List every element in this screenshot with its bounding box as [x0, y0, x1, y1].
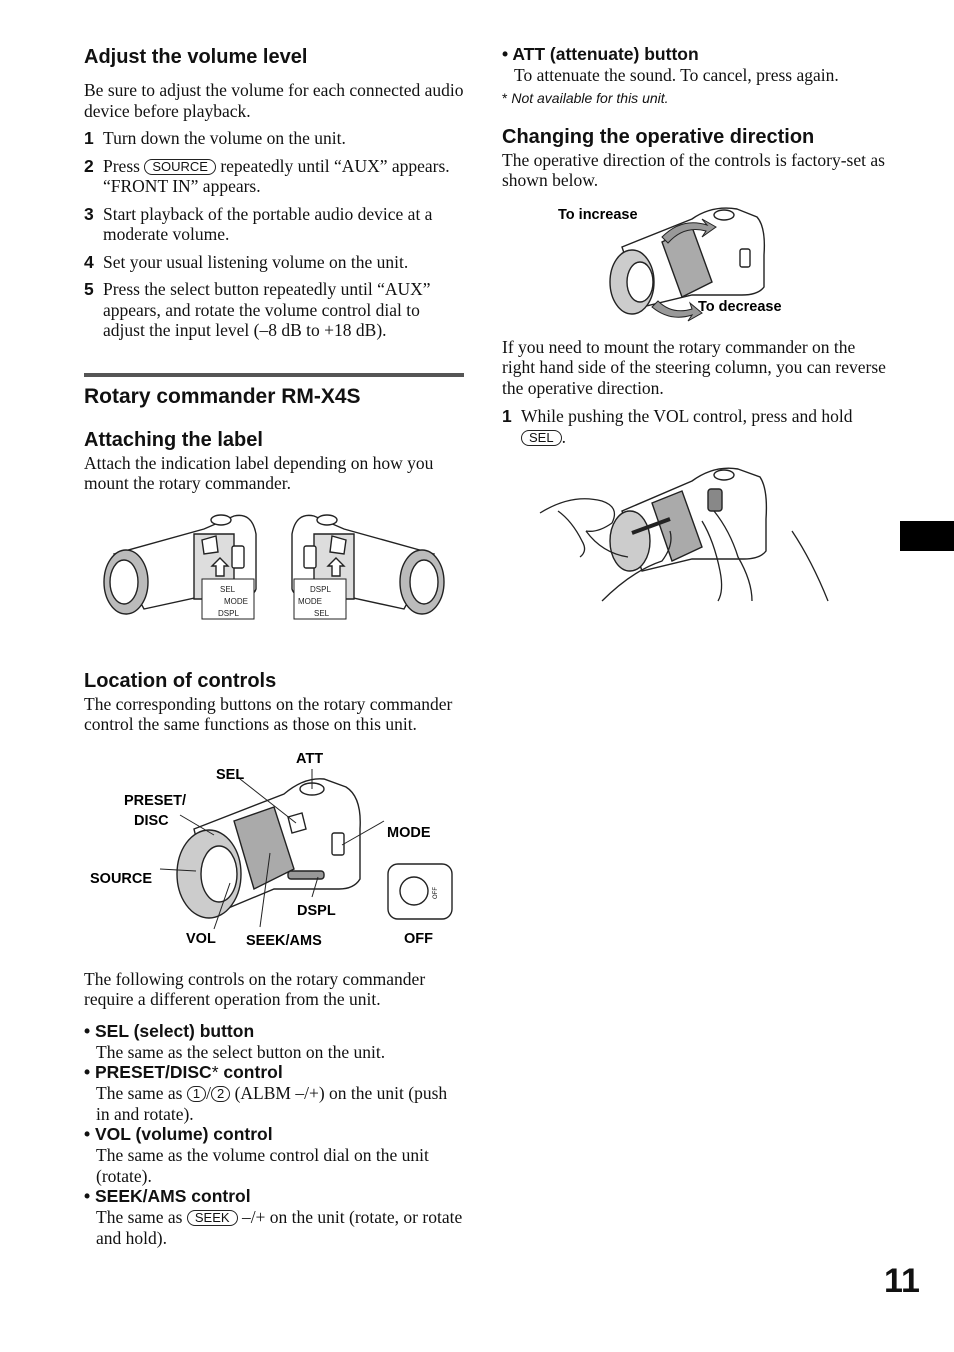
following-text: The following controls on the rotary com… [84, 968, 426, 1010]
svg-text:OFF: OFF [433, 886, 439, 898]
step-3: 3 Start playback of the portable audio d… [84, 203, 433, 245]
page-number: 11 [884, 1262, 920, 1300]
hands-illustration [539, 467, 829, 602]
controls-list: • SEL (select) button The same as the se… [84, 1021, 464, 1249]
right-column: • ATT (attenuate) button To attenuate th… [502, 44, 887, 611]
direction-diagram: To increase To decrease [558, 206, 782, 321]
svg-text:DSPL: DSPL [310, 585, 331, 594]
rotate-arrows [651, 218, 717, 321]
control-item-sel: • SEL (select) button The same as the se… [84, 1020, 386, 1062]
button-1-glyph: 1 [186, 1086, 207, 1102]
section-rule [84, 372, 464, 377]
hands [539, 498, 829, 602]
callout-lines [159, 768, 385, 929]
direction-step-1: 1 While pushing the VOL control, press a… [502, 406, 853, 447]
control-item-seek: • SEEK/AMS control The same as SEEK –/+ … [84, 1186, 463, 1248]
location-heading: Location of controls [84, 669, 277, 692]
svg-text:MODE: MODE [298, 597, 322, 606]
direction-text2: If you need to mount the rotary commande… [502, 336, 886, 398]
rotary-heading: Rotary commander RM-X4S [84, 384, 361, 408]
svg-text:To decrease: To decrease [698, 299, 782, 315]
svg-text:VOL: VOL [186, 931, 216, 947]
svg-text:OFF: OFF [404, 931, 433, 947]
volume-intro: Be sure to adjust the volume for each co… [84, 80, 464, 121]
label-right: DSPL MODE SEL [293, 578, 347, 619]
direction-intro: The operative direction of the controls … [502, 149, 885, 191]
button-2-glyph: 2 [210, 1086, 231, 1102]
volume-heading: Adjust the volume level [84, 46, 308, 68]
svg-text:ATT: ATT [296, 751, 323, 767]
controls-diagram: ATT SEL PRESET/ DISC MODE SOURCE DSPL VO… [90, 751, 453, 949]
label-illustration: SEL MODE DSPL DSPL MODE SEL [103, 513, 445, 619]
svg-text:PRESET/: PRESET/ [124, 793, 186, 809]
commander-hands-illustration [609, 467, 768, 572]
seek-button-glyph: SEEK [186, 1210, 238, 1226]
step-2: 2 Press SOURCE repeatedly until “AUX” ap… [84, 155, 450, 197]
svg-text:DSPL: DSPL [297, 903, 336, 919]
svg-text:SEL: SEL [314, 609, 330, 618]
step-1: 1 Turn down the volume on the unit. [84, 128, 346, 148]
svg-text:SEEK/AMS: SEEK/AMS [246, 933, 322, 949]
sel-button-glyph: SEL [521, 429, 562, 446]
svg-text:SEL: SEL [216, 767, 244, 783]
step-4: 4 Set your usual listening volume on the… [84, 251, 409, 272]
commander-illustration [176, 777, 453, 920]
att-item: • ATT (attenuate) button To attenuate th… [502, 44, 839, 85]
control-item-vol: • VOL (volume) control The same as the v… [84, 1124, 429, 1186]
step-5: 5 Press the select button repeatedly unt… [84, 279, 431, 340]
svg-text:MODE: MODE [224, 597, 248, 606]
control-item-preset: • PRESET/DISC* control The same as 1/2 (… [84, 1062, 448, 1124]
svg-text:To increase: To increase [558, 207, 638, 223]
label-heading: Attaching the label [84, 428, 263, 451]
svg-text:SOURCE: SOURCE [90, 871, 152, 887]
section-tab-marker [900, 521, 954, 551]
left-column: Adjust the volume level Be sure to adjus… [84, 44, 464, 1248]
location-text: The corresponding buttons on the rotary … [84, 693, 453, 735]
footnote: * Not available for this unit. [502, 89, 669, 106]
svg-text:MODE: MODE [387, 825, 431, 841]
source-button-glyph: SOURCE [144, 158, 216, 175]
volume-steps: 1 Turn down the volume on the unit. 2 Pr… [84, 128, 464, 341]
label-text: Attach the indication label depending on… [84, 452, 434, 494]
direction-heading: Changing the operative direction [502, 125, 815, 148]
svg-text:DISC: DISC [134, 813, 169, 829]
label-left: SEL MODE DSPL [201, 578, 255, 619]
commander-direction-illustration [609, 206, 766, 315]
svg-text:SEL: SEL [220, 585, 236, 594]
svg-text:DSPL: DSPL [218, 609, 239, 618]
